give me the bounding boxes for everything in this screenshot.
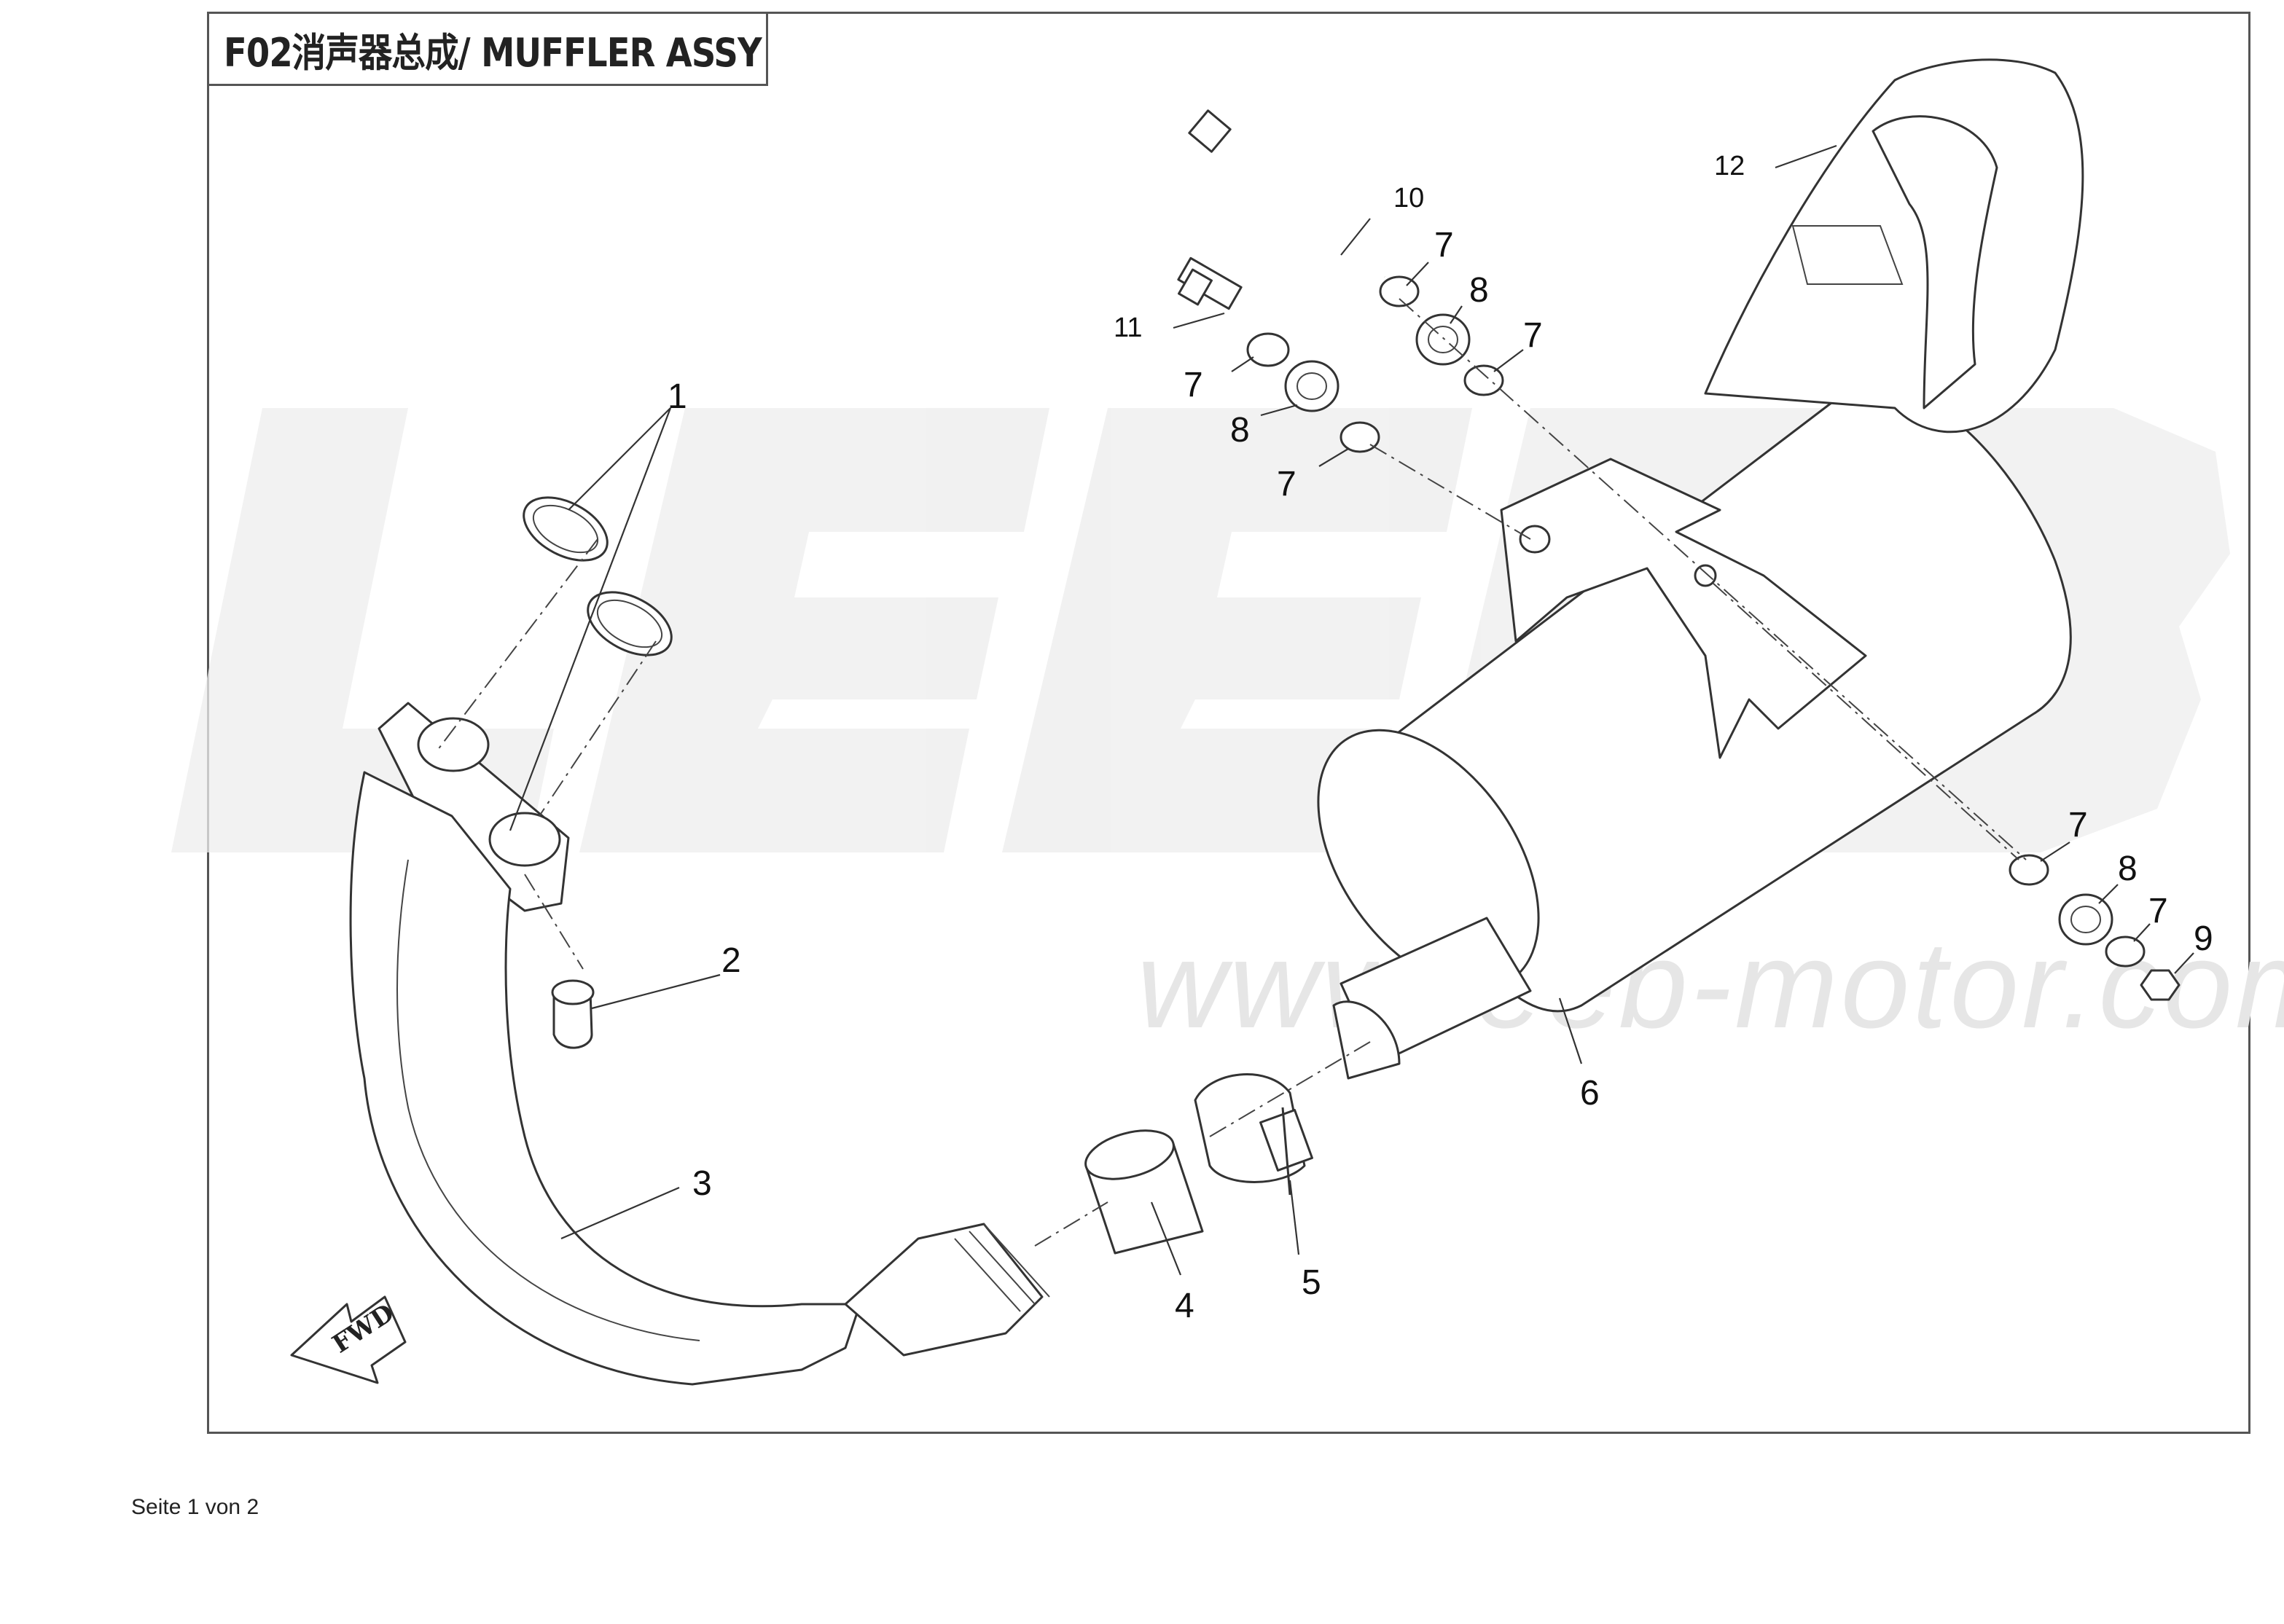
diagram-title: F02消声器总成/ MUFFLER ASSY: [224, 29, 762, 76]
callout-10: 10: [1393, 183, 1424, 213]
callout-7-lower-left: 7: [1277, 465, 1297, 503]
watermark-url: www.leeb-motor.com: [1137, 916, 2284, 1054]
callout-8-lower: 8: [1230, 411, 1250, 450]
callout-5: 5: [1302, 1263, 1321, 1302]
part-10-bolt: [1188, 109, 1386, 279]
callout-8-upper: 8: [1469, 271, 1489, 310]
callout-4: 4: [1175, 1287, 1194, 1325]
part-12-heat-shield: [1704, 58, 2084, 434]
forward-direction-arrow: FWD: [290, 1295, 407, 1384]
part-4-sleeve: [1084, 1129, 1204, 1255]
callout-7-upper-right: 7: [1434, 226, 1454, 264]
part-5-clamp: [1194, 1073, 1313, 1196]
part-1-gaskets: [523, 496, 673, 656]
diagram-title-box: F02消声器总成/ MUFFLER ASSY: [207, 12, 768, 86]
callout-2: 2: [721, 941, 741, 980]
hardware-washers-grommets: [1246, 275, 2181, 1001]
part-11-bolt: [1177, 256, 1243, 310]
callout-7-right-lower: 7: [2148, 892, 2168, 930]
part-2-flange-nut: [551, 979, 595, 1049]
callout-9: 9: [2194, 919, 2213, 958]
callout-7-right-upper: 7: [2068, 806, 2088, 844]
callout-7-upper-mid: 7: [1523, 316, 1543, 355]
callout-3: 3: [692, 1164, 712, 1203]
page-footer: Seite 1 von 2: [131, 1495, 259, 1519]
callout-1: 1: [668, 377, 687, 416]
leader-lines: [509, 144, 2194, 1276]
callout-8-right: 8: [2118, 850, 2138, 888]
part-3-header-pipe: [349, 702, 1050, 1386]
assembly-center-lines: [437, 298, 2027, 1247]
callout-12: 12: [1714, 151, 1745, 181]
callout-7-upper-left: 7: [1184, 366, 1203, 404]
callout-11: 11: [1114, 313, 1142, 343]
callout-6: 6: [1580, 1074, 1600, 1113]
callout-labels: 1 2 3 4 5 6 7 7 7 7 7 7 8 8 8 9 10 11 12: [668, 151, 2213, 1325]
part-6-muffler: [1317, 384, 2072, 1080]
